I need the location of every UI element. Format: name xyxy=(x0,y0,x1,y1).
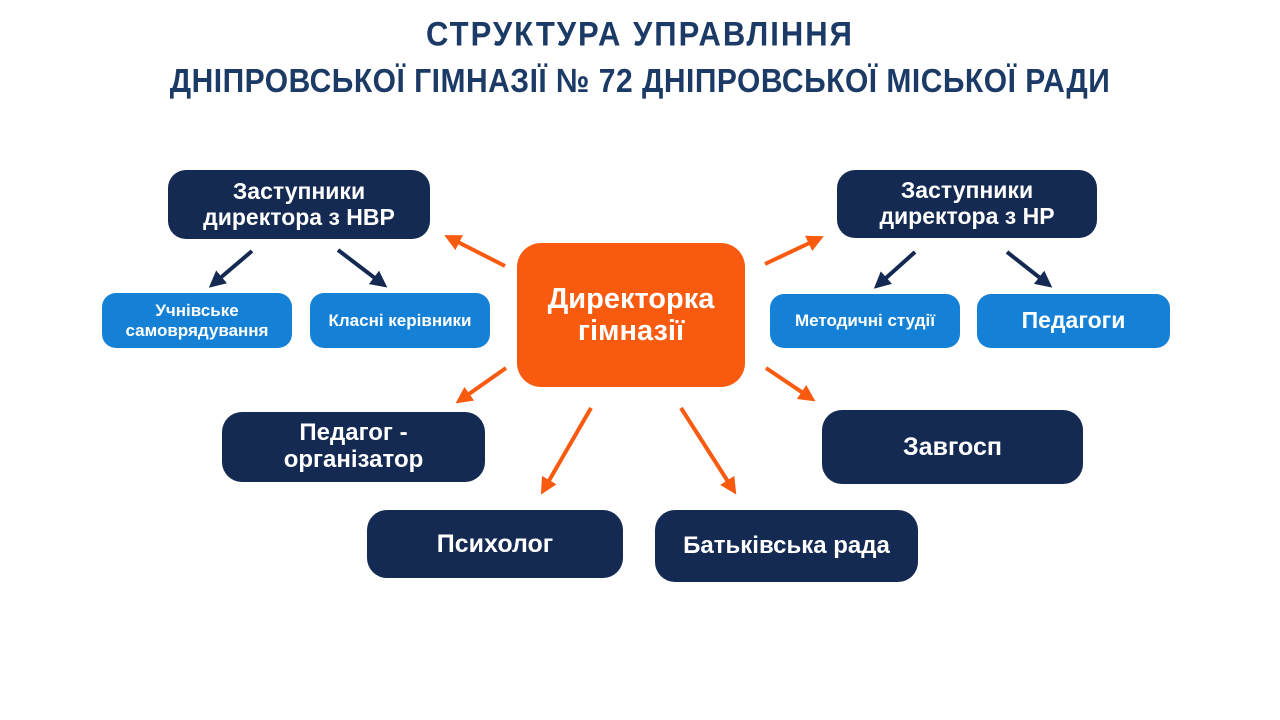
edge-deputy_nr-to-teachers xyxy=(1005,250,1053,288)
node-label: Учнівське самоврядування xyxy=(125,301,269,340)
edge-director-to-supply_manager xyxy=(764,366,816,402)
edge-director-to-parents_council xyxy=(679,406,737,495)
edge-director-to-organizer xyxy=(455,366,508,404)
edge-director-to-deputy_nvr xyxy=(444,235,506,268)
node-label: Заступники директора з НР xyxy=(879,177,1055,229)
node-label: Директорка гімназії xyxy=(547,282,715,347)
node-label: Завгосп xyxy=(903,433,1002,461)
node-label: Психолог xyxy=(436,530,554,558)
edge-director-to-psychologist xyxy=(540,406,593,495)
title-line-1: СТРУКТУРА УПРАВЛІННЯ xyxy=(426,14,854,54)
node-deputy-director-nr: Заступники директора з НР xyxy=(837,170,1097,238)
node-methodical-studios: Методичні студії xyxy=(770,294,960,348)
node-label: Педагоги xyxy=(1021,307,1126,334)
node-supply-manager: Завгосп xyxy=(822,410,1083,484)
node-deputy-director-nvr: Заступники директора з НВР xyxy=(168,170,430,239)
edge-director-to-deputy_nr xyxy=(764,235,824,266)
title-line-2: ДНІПРОВСЬКОЇ ГІМНАЗІЇ № 72 ДНІПРОВСЬКОЇ … xyxy=(169,63,1111,100)
node-teachers: Педагоги xyxy=(977,294,1170,348)
node-pedagogue-organizer: Педагог - організатор xyxy=(222,412,485,482)
node-parents-council: Батьківська рада xyxy=(655,510,918,582)
page-title: СТРУКТУРА УПРАВЛІННЯ ДНІПРОВСЬКОЇ ГІМНАЗ… xyxy=(0,14,1280,100)
node-label: Методичні студії xyxy=(794,311,935,331)
node-class-teachers: Класні керівники xyxy=(310,293,490,348)
edge-deputy_nvr-to-class_teachers xyxy=(336,248,388,288)
edge-deputy_nr-to-method_studios xyxy=(873,250,917,289)
edge-deputy_nvr-to-student_council xyxy=(208,249,254,288)
node-label: Педагог - організатор xyxy=(283,419,424,473)
node-student-self-government: Учнівське самоврядування xyxy=(102,293,292,348)
node-label: Батьківська рада xyxy=(683,531,890,559)
node-director: Директорка гімназії xyxy=(517,243,745,387)
node-psychologist: Психолог xyxy=(367,510,623,578)
node-label: Класні керівники xyxy=(328,310,472,330)
node-label: Заступники директора з НВР xyxy=(203,177,395,230)
